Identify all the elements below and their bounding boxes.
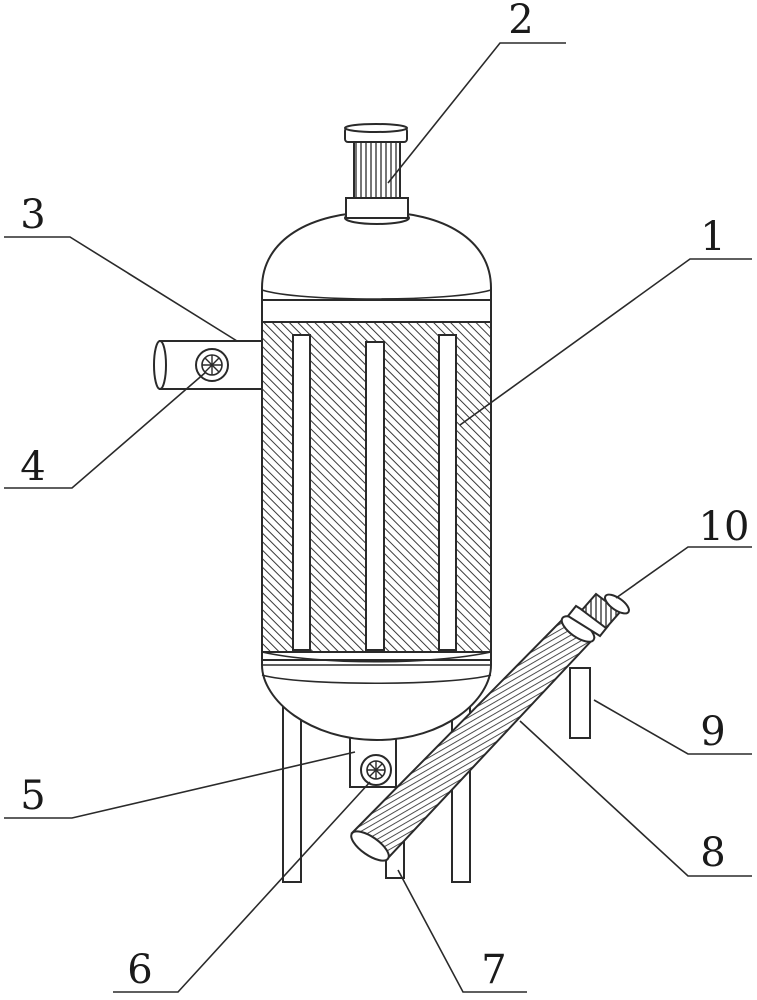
callout-8: 8 xyxy=(700,830,725,876)
callout-1: 1 xyxy=(700,214,725,260)
bottom-valve xyxy=(360,754,392,786)
callout-2: 2 xyxy=(508,0,533,43)
callout-6: 6 xyxy=(127,947,152,993)
callout-10: 10 xyxy=(699,504,750,550)
callout-7: 7 xyxy=(481,947,506,993)
top-head xyxy=(261,210,492,301)
callout-5: 5 xyxy=(20,773,45,819)
conveyor-support xyxy=(569,667,591,739)
callout-4: 4 xyxy=(20,444,45,490)
side-inlet-pipe xyxy=(153,340,263,390)
callout-9: 9 xyxy=(700,709,725,755)
screw-conveyor xyxy=(350,592,630,862)
drive-motor xyxy=(604,593,630,615)
bottom-head xyxy=(261,649,492,742)
top-fitting xyxy=(344,123,410,225)
callout-3: 3 xyxy=(20,192,45,238)
leader-lines xyxy=(4,42,752,993)
callout-labels: 2 1 3 4 10 9 5 8 6 7 xyxy=(20,0,749,993)
tank-body xyxy=(261,299,492,663)
